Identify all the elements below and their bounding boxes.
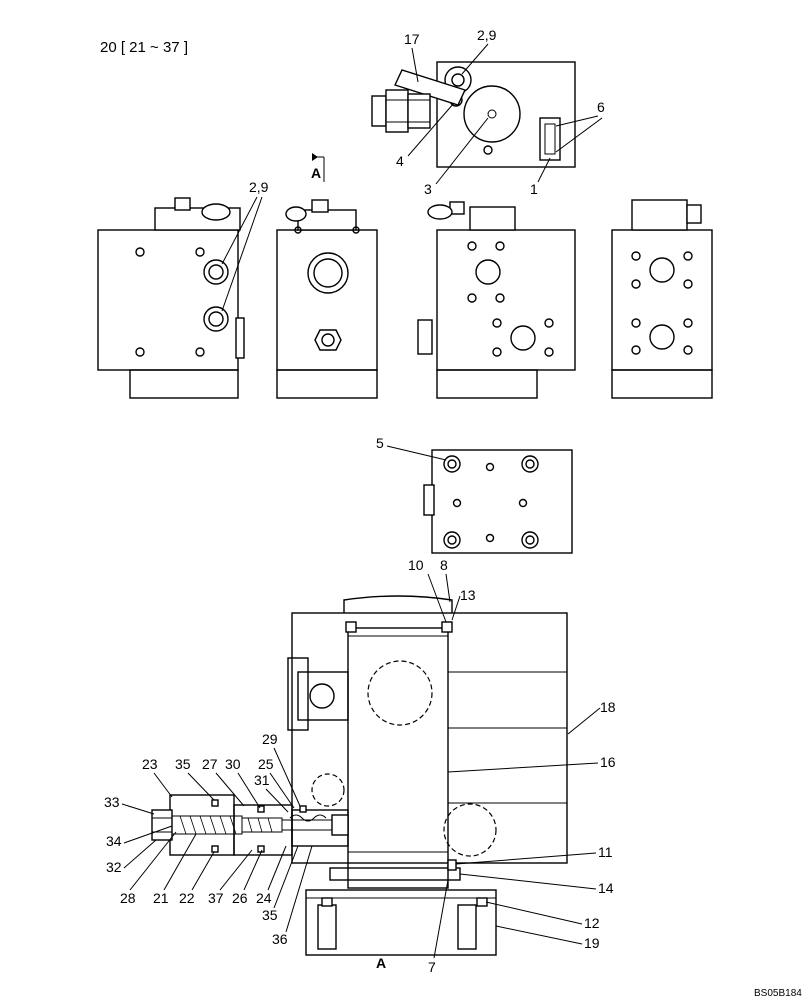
callout-37: 37 (208, 890, 224, 906)
callout-12: 12 (584, 915, 600, 931)
bottom-view (423, 449, 573, 554)
view-label-a-bottom: A (376, 955, 386, 971)
section-view (151, 595, 568, 956)
callout-26: 26 (232, 890, 248, 906)
callout-25: 25 (258, 756, 274, 772)
drawing-code: BS05B184 (754, 988, 802, 999)
side-view-right (417, 201, 576, 399)
callout-29: 29 (262, 731, 278, 747)
callout-3: 3 (424, 181, 432, 197)
side-view-rear (611, 199, 713, 399)
view-arrow-a (312, 153, 325, 182)
callout-30: 30 (225, 756, 241, 772)
callout-31: 31 (254, 772, 270, 788)
callout-2-9-side: 2,9 (249, 179, 269, 195)
callout-22: 22 (179, 890, 195, 906)
callout-6: 6 (597, 99, 605, 115)
callout-17: 17 (404, 31, 420, 47)
callout-21: 21 (153, 890, 169, 906)
callout-13: 13 (460, 587, 476, 603)
callout-36: 36 (272, 931, 288, 947)
callout-8: 8 (440, 557, 448, 573)
callout-28: 28 (120, 890, 136, 906)
view-label-a-top: A (311, 165, 321, 181)
callout-35-upper: 35 (175, 756, 191, 772)
assembly-reference: 20 [ 21 ~ 37 ] (100, 39, 188, 56)
callout-2-9-top: 2,9 (477, 27, 497, 43)
callout-27: 27 (202, 756, 218, 772)
callout-11: 11 (598, 844, 613, 860)
callout-5: 5 (376, 435, 384, 451)
callout-10: 10 (408, 557, 424, 573)
side-view-left (97, 197, 245, 399)
callout-18: 18 (600, 699, 616, 715)
callout-35-lower: 35 (262, 907, 278, 923)
callout-23: 23 (142, 756, 158, 772)
callout-33: 33 (104, 794, 120, 810)
callout-19: 19 (584, 935, 600, 951)
callout-16: 16 (600, 754, 616, 770)
callout-14: 14 (598, 880, 614, 896)
side-view-front (276, 199, 378, 399)
callout-1: 1 (530, 181, 538, 197)
callout-7: 7 (428, 959, 436, 975)
callout-24: 24 (256, 890, 272, 906)
callout-32: 32 (106, 859, 122, 875)
callout-4: 4 (396, 153, 404, 169)
top-view (371, 61, 576, 168)
callout-34: 34 (106, 833, 122, 849)
